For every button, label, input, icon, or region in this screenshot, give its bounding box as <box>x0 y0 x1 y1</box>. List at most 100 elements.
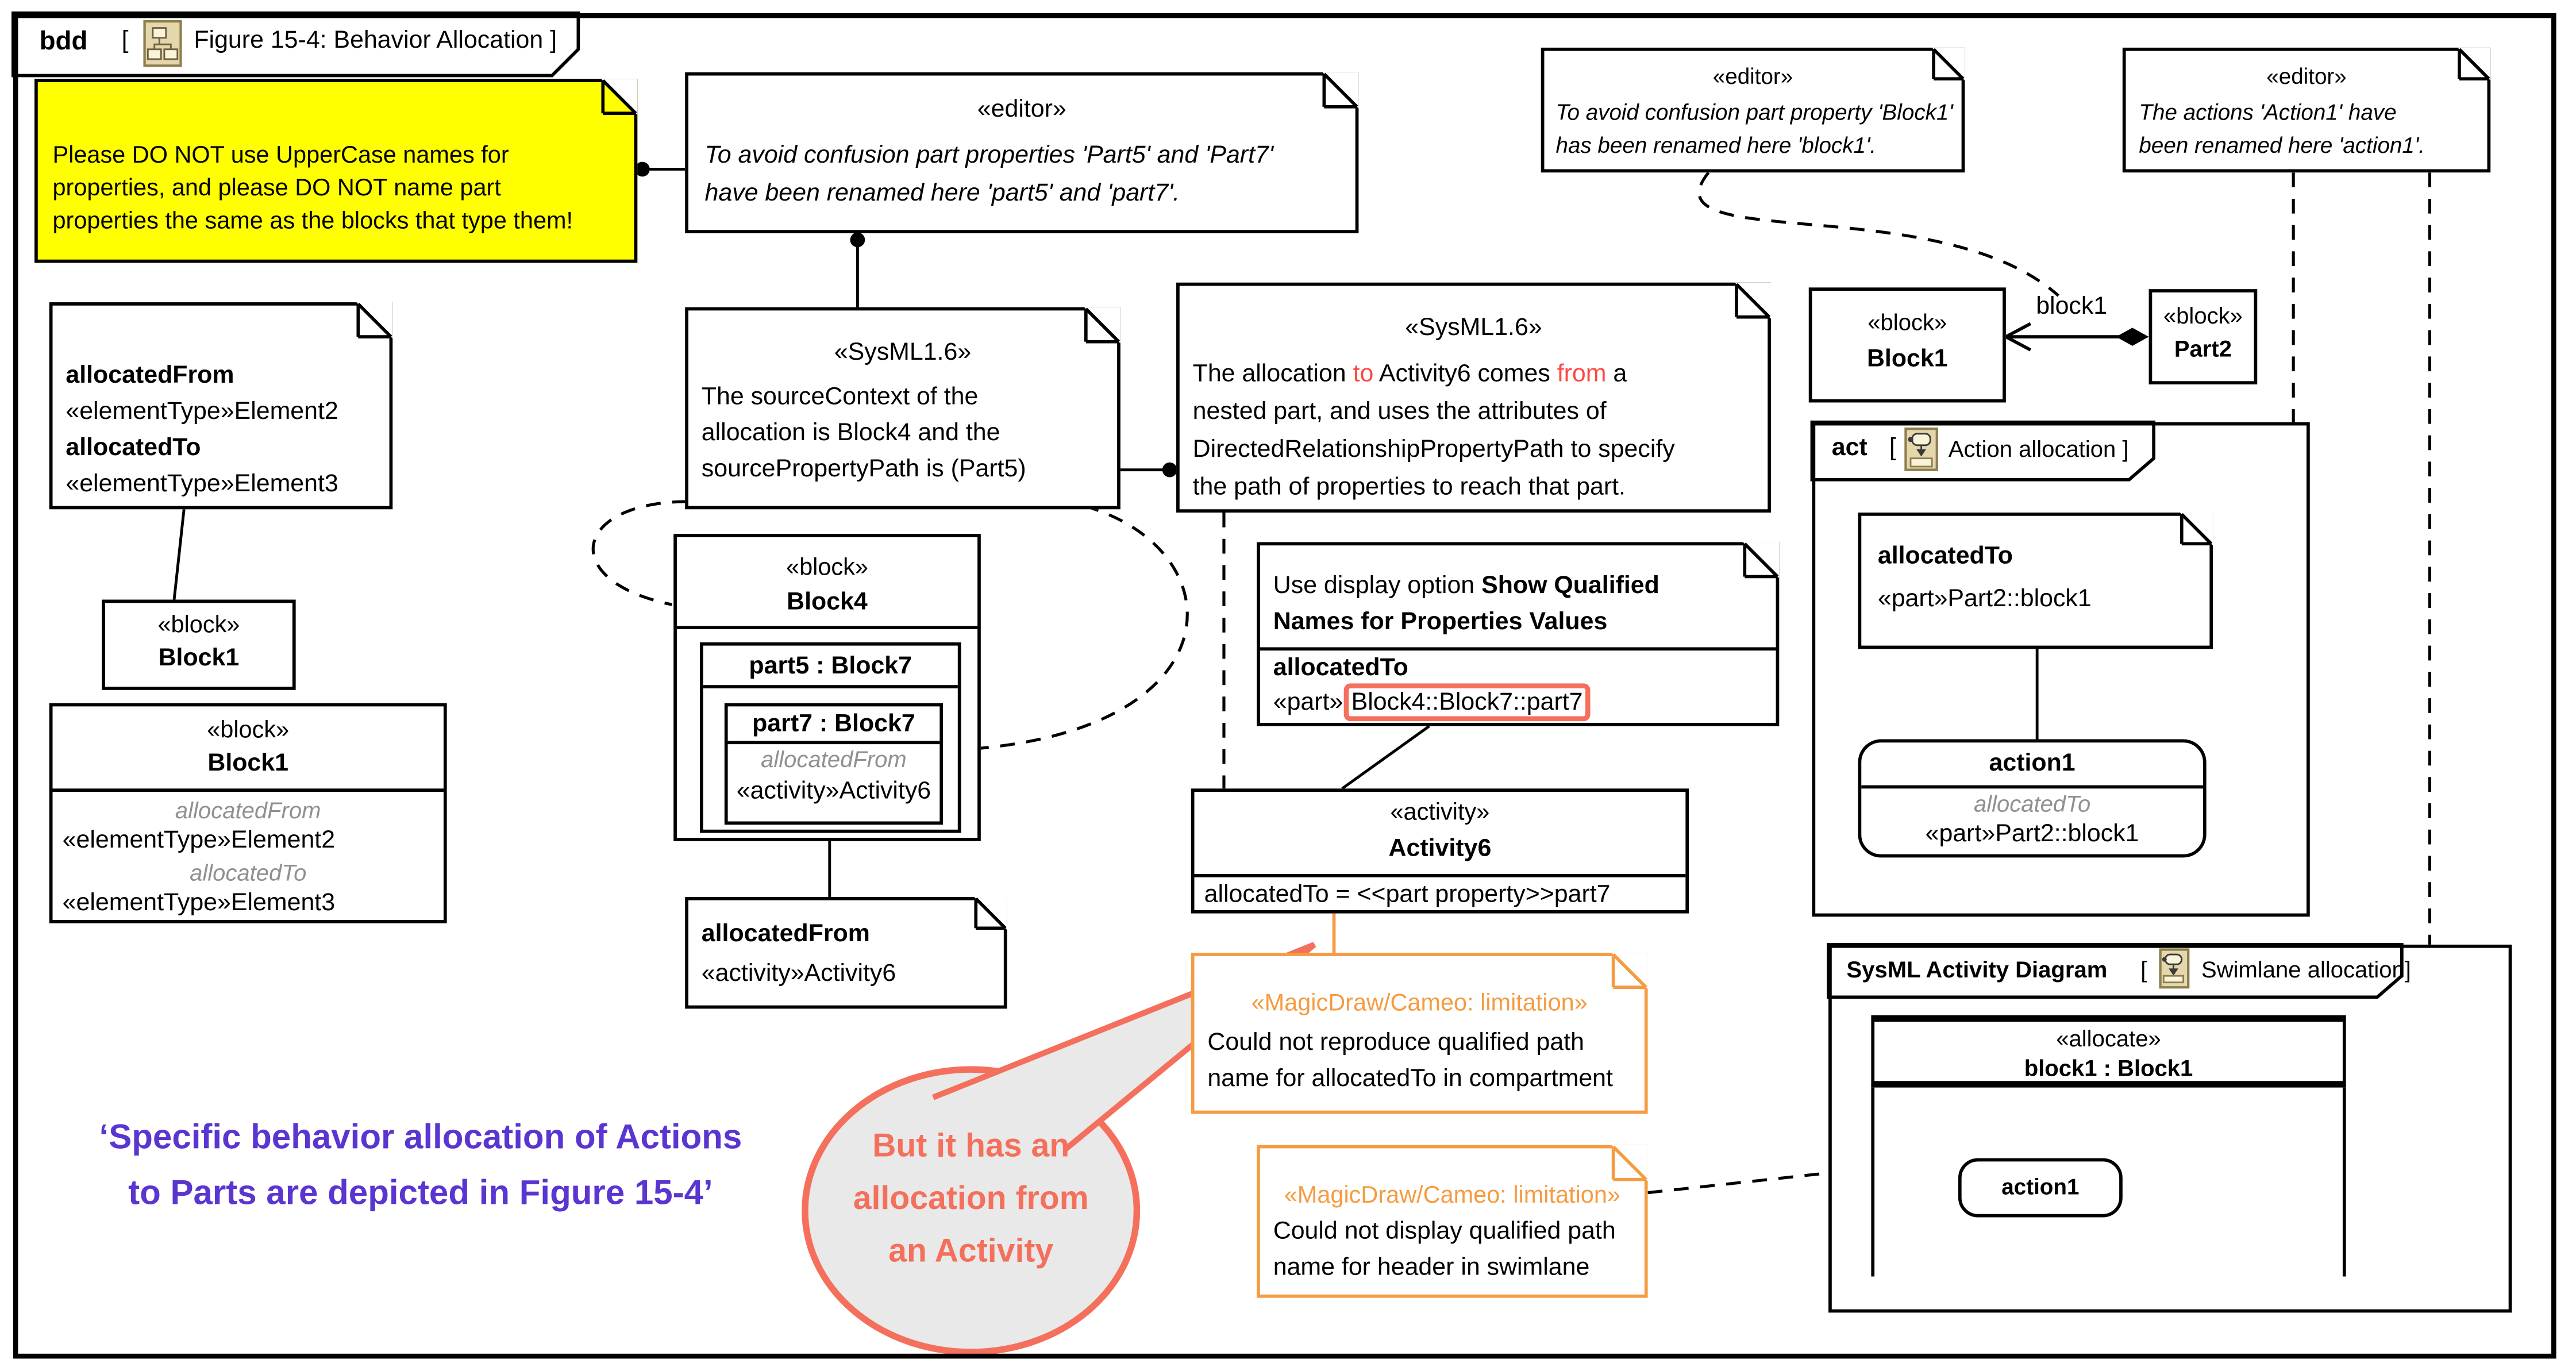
block-part2[interactable]: «block» Part2 <box>2148 289 2258 385</box>
fold-corner-icon <box>1932 47 1965 81</box>
block-activity6[interactable]: «activity» Activity6 allocatedTo = <<par… <box>1191 788 1689 914</box>
note-display-option[interactable]: Use display option Show Qualified Names … <box>1257 542 1780 726</box>
note-line: nested part, and uses the attributes of <box>1192 397 1607 426</box>
slot-label: allocatedFrom <box>66 361 234 390</box>
note-line: been renamed here 'action1'. <box>2139 133 2425 158</box>
block-block1-detail[interactable]: «block» Block1 allocatedFrom «elementTyp… <box>49 703 447 923</box>
note-line: The allocation to Activity6 comes from a <box>1192 360 1627 388</box>
anchor-allocpair-to-block1[interactable] <box>172 509 186 600</box>
block-block1-right[interactable]: «block» Block1 <box>1808 287 2006 403</box>
note-line: To avoid confusion part properties 'Part… <box>704 141 1274 170</box>
anchor-display-to-activity6[interactable] <box>1341 725 1430 790</box>
slot-value: «elementType»Element3 <box>66 469 338 498</box>
dashed-anchor-limitation-to-swimframe[interactable] <box>1647 1171 1829 1195</box>
bracket: [ <box>1889 433 1896 462</box>
anchor-bullet <box>1162 462 1177 478</box>
note-limitation-swimlane[interactable]: «MagicDraw/Cameo: limitation» Could not … <box>1257 1145 1648 1298</box>
speech-balloon-text: But it has an allocation from an Activit… <box>774 1127 1168 1273</box>
slot-label: allocatedFrom <box>701 920 870 948</box>
note-line: name for header in swimlane <box>1273 1253 1590 1282</box>
part-part7[interactable]: part7 : Block7 allocatedFrom «activity»A… <box>724 703 944 825</box>
stereotype-label: «editor» <box>1712 64 1793 89</box>
slot-label: allocatedTo <box>1273 653 1408 682</box>
action-action1[interactable]: action1 allocatedTo «part»Part2::block1 <box>1858 739 2207 858</box>
note-line: The actions 'Action1' have <box>2139 100 2397 125</box>
note-line: has been renamed here 'block1'. <box>1555 133 1877 158</box>
association-label-block1[interactable]: block1 <box>2036 292 2108 321</box>
slot-label: allocatedTo <box>1973 790 2091 817</box>
part-name: part5 : Block7 <box>749 652 912 680</box>
stereotype-label: «MagicDraw/Cameo: limitation» <box>1251 990 1588 1017</box>
note-allocated-to[interactable]: allocatedTo «part»Part2::block1 <box>1858 513 2213 649</box>
annotation-line: to Parts are depicted in Figure 15-4’ <box>128 1175 713 1213</box>
note-allocated-pair[interactable]: allocatedFrom «elementType»Element2 allo… <box>49 302 393 510</box>
compartment-separator <box>52 788 444 792</box>
slot-value: «elementType»Element3 <box>62 888 336 917</box>
highlight-word-to: to <box>1353 360 1374 388</box>
note-line: Use display option Show Qualified <box>1273 571 1659 600</box>
stereotype-label: «allocate» <box>2056 1025 2161 1052</box>
swimlane-header[interactable]: «allocate» block1 : Block1 <box>1871 1015 2346 1088</box>
activity-frame-subtitle: Swimlane allocation] <box>2201 956 2411 983</box>
annotation-line: ‘Specific behavior allocation of Actions <box>99 1118 742 1157</box>
note-line: properties the same as the blocks that t… <box>52 209 573 235</box>
note-uppercase-warning[interactable]: Please DO NOT use UpperCase names for pr… <box>34 79 638 263</box>
note-editor-rename-parts[interactable]: «editor» To avoid confusion part propert… <box>685 72 1359 233</box>
balloon-line: But it has an <box>872 1129 1070 1165</box>
bracket: [ <box>2140 956 2147 983</box>
dashed-anchor-source-to-part5[interactable] <box>969 505 1189 751</box>
note-line: Could not reproduce qualified path <box>1207 1028 1585 1057</box>
slot-value: «elementType»Element2 <box>66 397 338 426</box>
note-sysml-allocation[interactable]: «SysML1.6» The allocation to Activity6 c… <box>1176 282 1772 513</box>
note-line: To avoid confusion part property 'Block1… <box>1555 100 1953 125</box>
slot-label: allocatedTo <box>190 859 307 886</box>
stereotype-label: «block» <box>157 613 240 640</box>
block-name: Block1 <box>158 644 240 672</box>
balloon-line: allocation from <box>853 1181 1089 1218</box>
block-block1-small[interactable]: «block» Block1 <box>102 599 296 690</box>
swimlane-name: block1 : Block1 <box>2024 1054 2193 1081</box>
slot-label: allocatedFrom <box>175 796 321 823</box>
dashed-anchor-editor-to-block1[interactable] <box>1697 171 2060 297</box>
action-name: action1 <box>1989 749 2076 777</box>
note-line: The sourceContext of the <box>701 383 979 411</box>
block-name: Block1 <box>207 749 289 777</box>
bdd-diagram-icon <box>143 20 182 67</box>
fold-corner-icon <box>1322 72 1359 109</box>
note-allocated-from[interactable]: allocatedFrom «activity»Activity6 <box>685 897 1007 1009</box>
note-limitation-compartment[interactable]: «MagicDraw/Cameo: limitation» Could not … <box>1191 953 1648 1114</box>
fold-corner-icon <box>1735 282 1772 319</box>
slot-label: allocatedFrom <box>761 745 907 772</box>
note-line: sourcePropertyPath is (Part5) <box>701 455 1026 483</box>
stereotype-label: «SysML1.6» <box>1405 314 1542 342</box>
act-frame-kind: act <box>1831 433 1867 462</box>
note-line: properties, and please DO NOT name part <box>52 175 501 202</box>
diagram-frame[interactable] <box>13 13 2556 1359</box>
dashed-anchor-source-to-block4[interactable] <box>591 500 740 606</box>
note-line: the path of properties to reach that par… <box>1192 473 1626 501</box>
part-name: part7 : Block7 <box>752 710 915 738</box>
anchor-bullet <box>635 161 650 177</box>
stereotype-label: «block» <box>2163 302 2243 329</box>
note-sysml-source-context[interactable]: «SysML1.6» The sourceContext of the allo… <box>685 307 1120 510</box>
block-name: Part2 <box>2174 335 2232 361</box>
stereotype-label: «SysML1.6» <box>834 338 972 367</box>
fold-corner-icon <box>601 79 638 115</box>
activity-diagram-icon <box>1904 428 1938 471</box>
stereotype-label: «editor» <box>2266 64 2347 89</box>
slot-value: «part»Part2::block1 <box>1877 584 2092 613</box>
act-frame[interactable] <box>1812 422 2310 917</box>
fold-corner-icon <box>2458 47 2491 81</box>
fold-corner-icon <box>1084 307 1120 344</box>
swimlane-action1[interactable]: action1 <box>1958 1158 2123 1218</box>
note-editor-rename-block1[interactable]: «editor» To avoid confusion part propert… <box>1541 47 1965 173</box>
block-block4[interactable]: «block» Block4 part5 : Block7 part7 : Bl… <box>673 534 981 841</box>
activity-diagram-frame[interactable] <box>1828 944 2512 1313</box>
note-line: DirectedRelationshipPropertyPath to spec… <box>1192 435 1675 464</box>
part-part5[interactable]: part5 : Block7 part7 : Block7 allocatedF… <box>699 642 961 833</box>
diagram-title: Figure 15-4: Behavior Allocation ] <box>194 26 557 55</box>
note-editor-rename-action1[interactable]: «editor» The actions 'Action1' have been… <box>2122 47 2491 173</box>
activity-diagram-icon <box>2159 948 2190 989</box>
fold-corner-icon <box>356 302 393 338</box>
fold-corner-icon <box>1611 1145 1648 1181</box>
